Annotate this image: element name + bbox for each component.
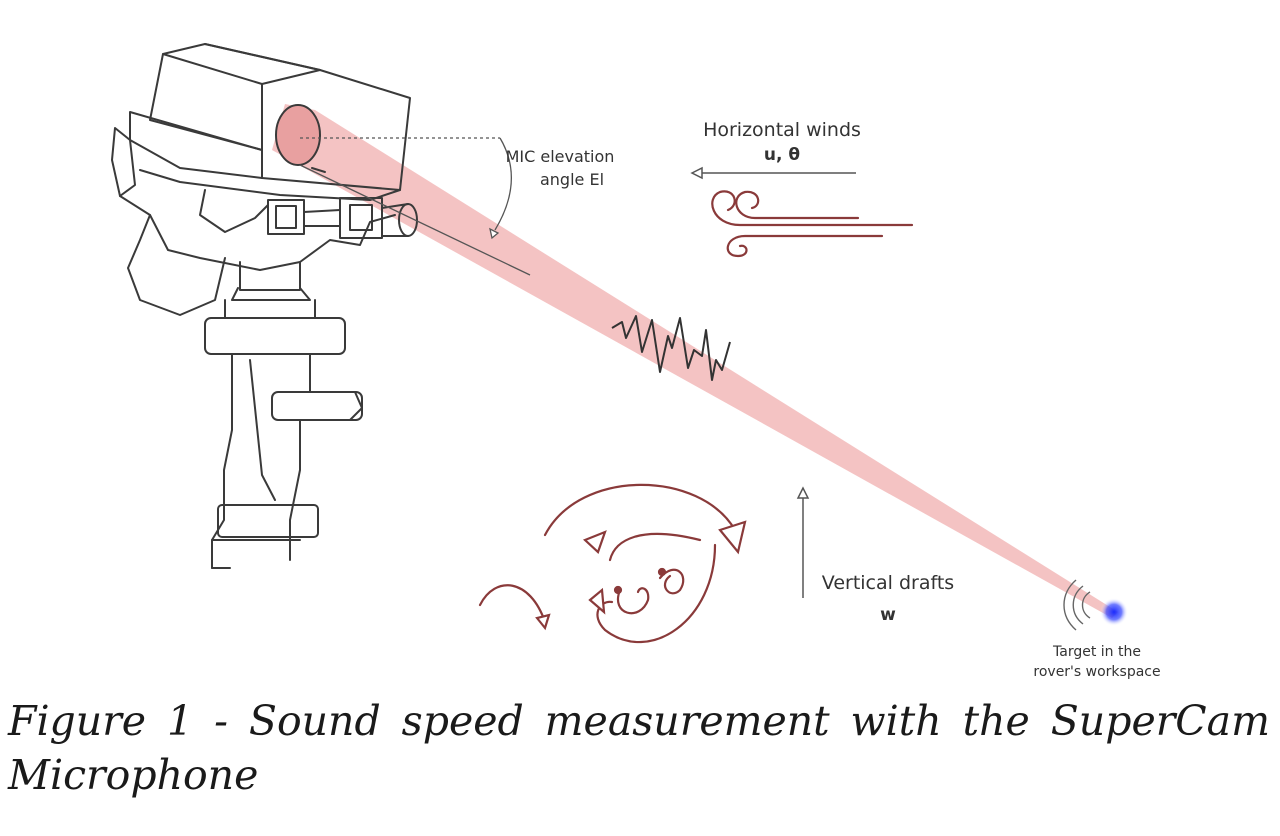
figure-caption: Figure 1 - Sound speed measurement with … <box>8 697 1270 799</box>
vertical-drafts-var: w <box>880 605 896 625</box>
horizontal-winds-title: Horizontal winds <box>703 119 861 141</box>
horizontal-winds-vars: u, θ <box>764 145 800 165</box>
supercam-diagram: MIC elevation angle El Horizontal winds … <box>111 43 1161 680</box>
vertical-draft-arrow-icon <box>796 486 810 598</box>
horizontal-wind-arrow-icon <box>690 166 856 180</box>
supercam-instrument <box>111 43 418 569</box>
turbulence-icon <box>478 483 747 643</box>
wind-swirl-icon <box>711 190 914 258</box>
laser-beam <box>272 104 1118 618</box>
angle-arrow-icon <box>489 227 500 240</box>
vertical-drafts-title: Vertical drafts <box>822 572 954 594</box>
sound-wave-icon <box>611 315 731 381</box>
mic-elevation-label-line1: MIC elevation <box>506 147 615 166</box>
elevation-angle-guides <box>299 137 531 276</box>
mic-elevation-label-line2: angle El <box>540 170 604 189</box>
target-sound-arcs <box>1063 579 1091 631</box>
target-label-line1: Target in the <box>1052 644 1141 660</box>
target-label-line2: rover's workspace <box>1033 664 1160 680</box>
target-spot-icon <box>1100 598 1128 626</box>
